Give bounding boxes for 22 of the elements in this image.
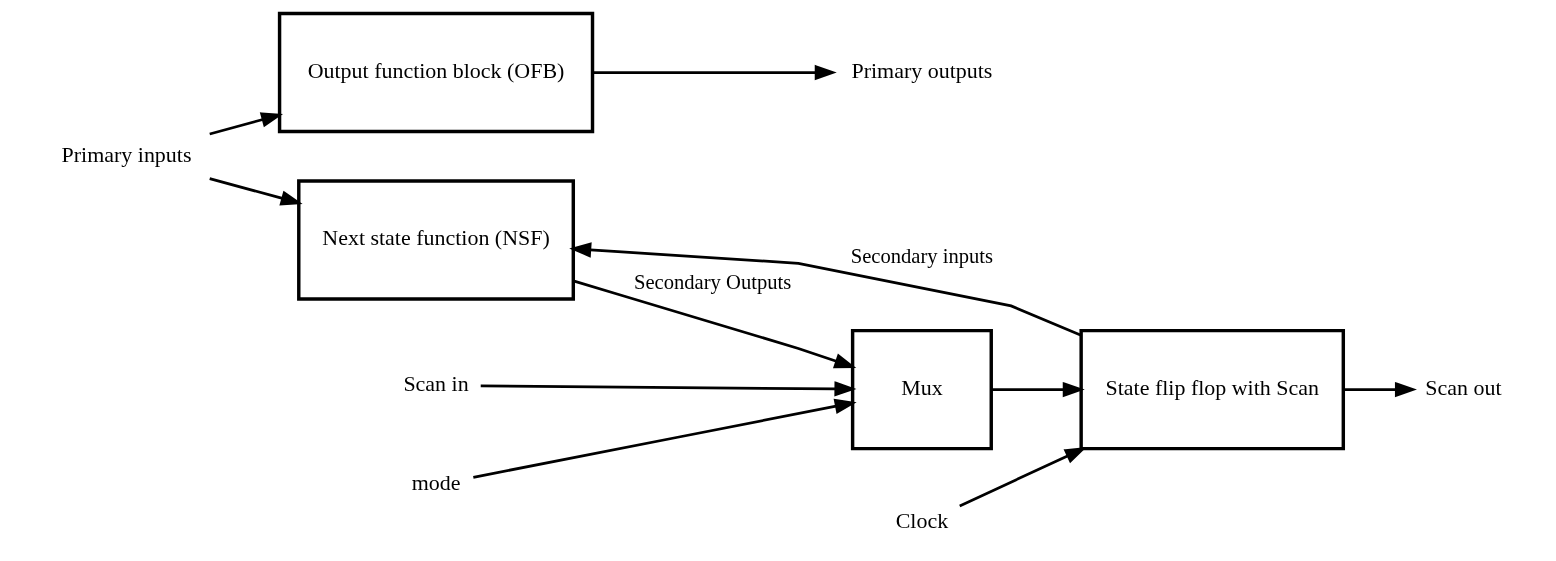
edge-label: Secondary Outputs [633,271,791,294]
arrow [592,64,837,81]
node-box: Mux [850,328,993,451]
arrow [208,177,303,206]
arrow [572,279,856,369]
node-box: Output function block (OFB) [277,11,594,134]
node-box: Next state function (NSF) [296,179,575,301]
arrow [990,381,1085,398]
node-text: Clock [895,507,948,533]
node-text: mode [411,469,460,495]
arrow [568,242,1082,337]
arrow [472,398,857,479]
node-text: Primary inputs [61,141,191,167]
arrow [208,112,283,136]
arrow [480,381,856,397]
edge-label: Secondary inputs [850,245,993,268]
node-text: Scan out [1424,374,1502,400]
node-text: Scan in [402,370,469,396]
arrow [1343,381,1417,398]
node-box: State flip flop with Scan [1078,328,1345,451]
arrow [958,447,1087,508]
node-text: Primary outputs [851,57,992,83]
